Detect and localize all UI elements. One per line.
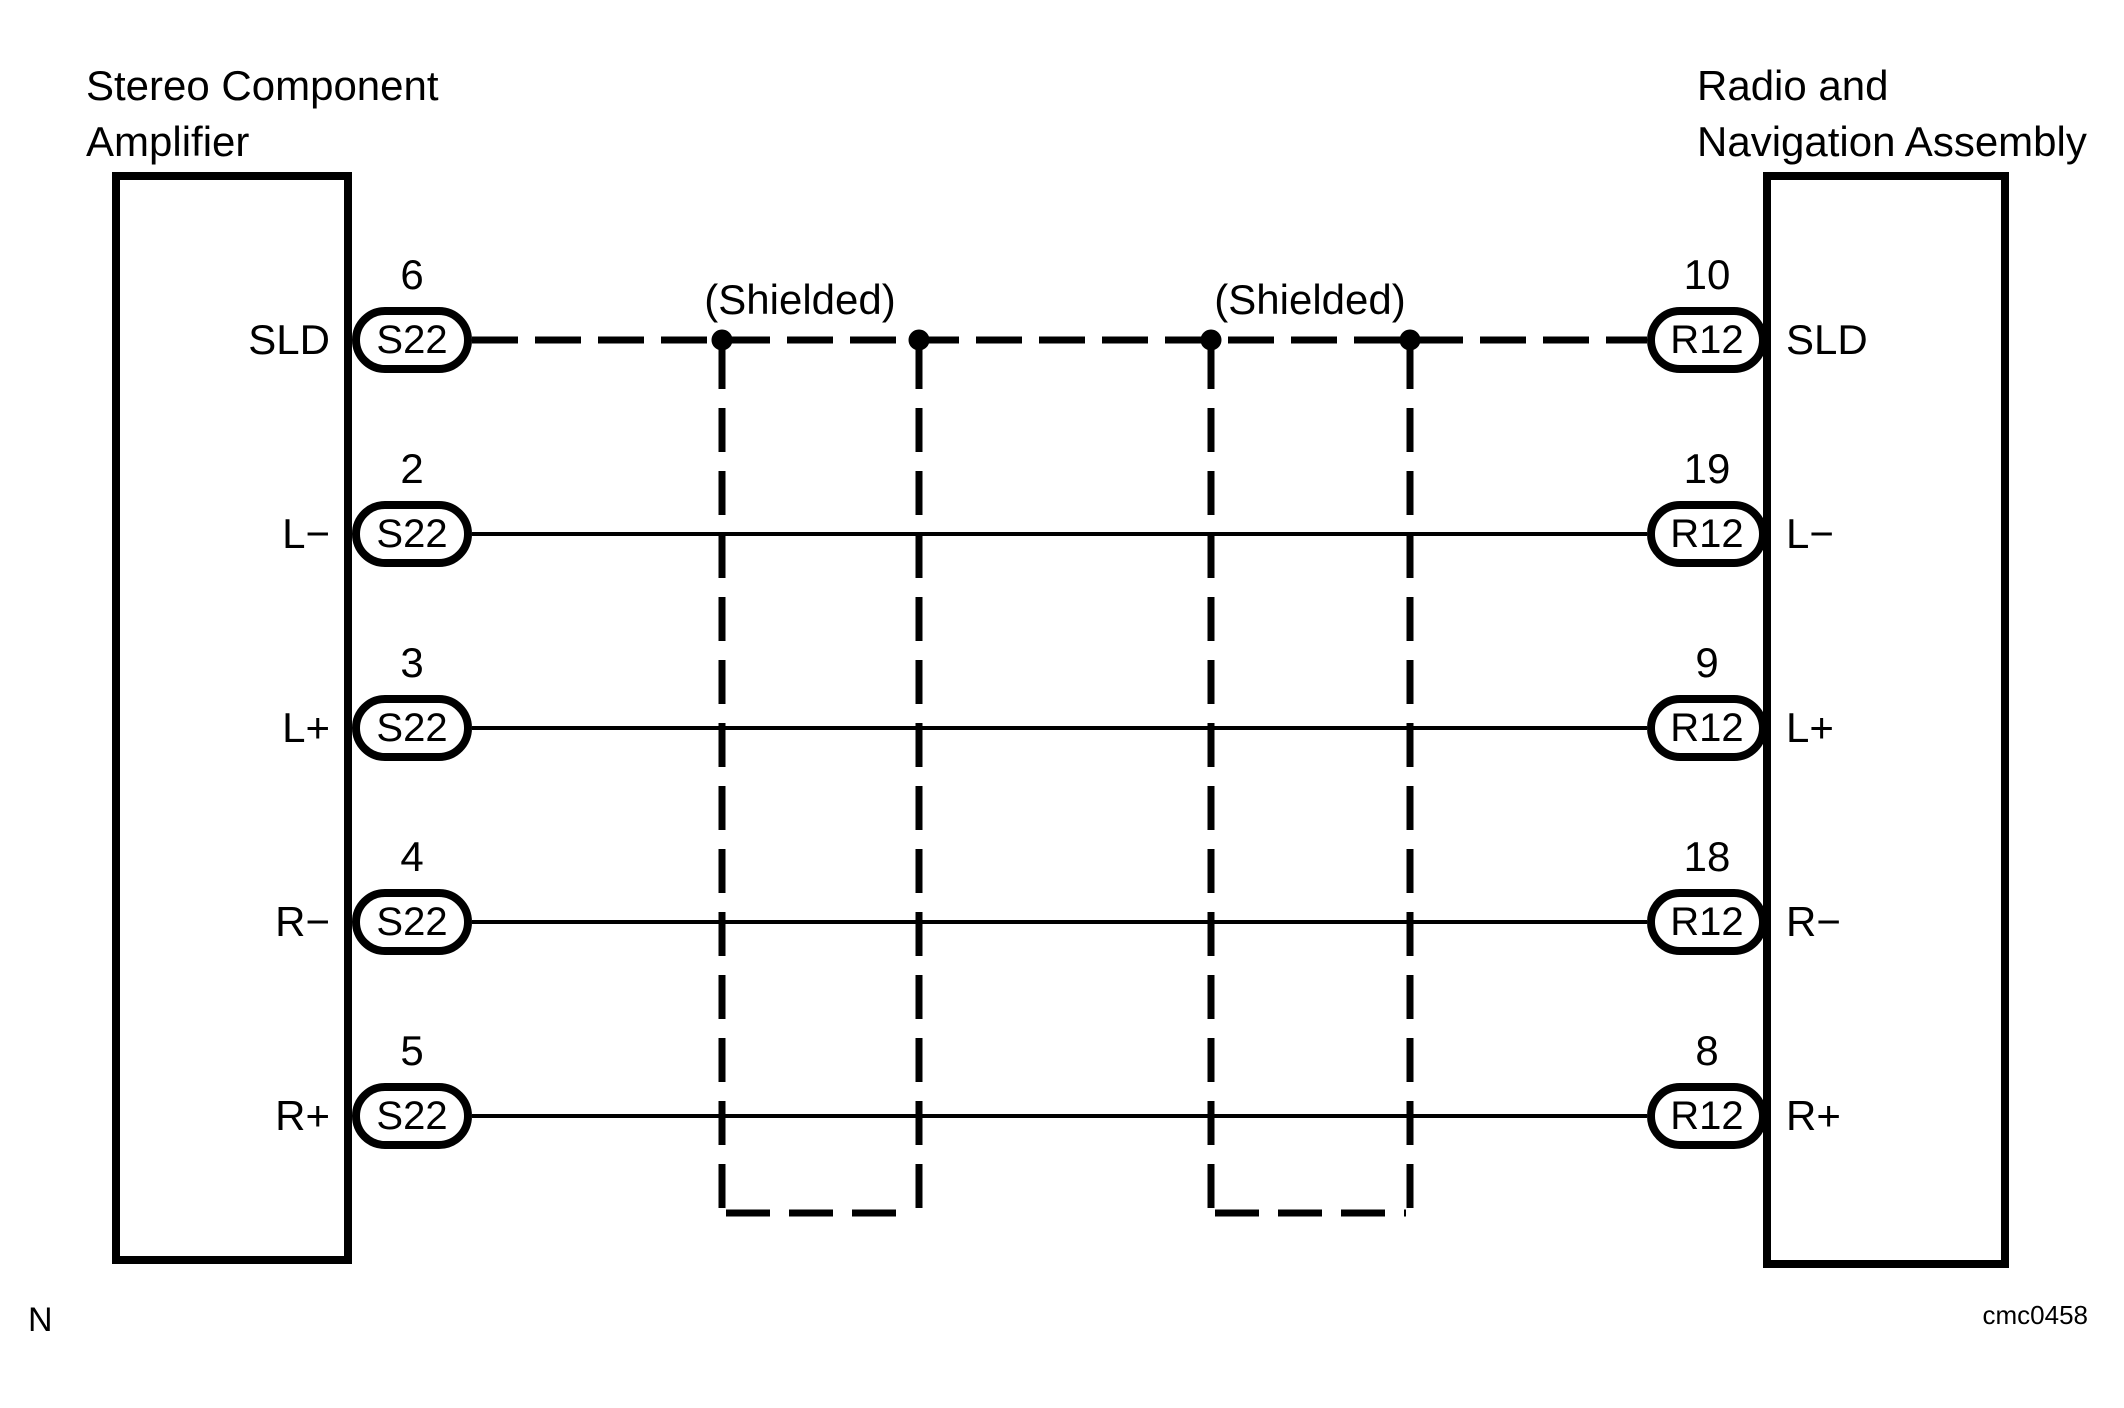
left-signal-label-sld: SLD xyxy=(248,316,330,363)
right-signal-label-r-plus: R+ xyxy=(1786,1092,1841,1139)
left-pin-number-r-minus: 4 xyxy=(400,833,424,880)
right-signal-label-l-minus: L− xyxy=(1786,510,1834,557)
right-component-title: Radio and Navigation Assembly xyxy=(1697,58,2087,170)
left-connector-oval-l-plus: S22 xyxy=(352,695,472,761)
right-connector-oval-l-plus: R12 xyxy=(1647,695,1767,761)
left-component-title-line1: Stereo Component xyxy=(86,62,439,109)
left-connector-oval-r-plus: S22 xyxy=(352,1083,472,1149)
right-pin-number-l-minus: 19 xyxy=(1683,445,1731,492)
left-connector-oval-l-minus: S22 xyxy=(352,501,472,567)
footer-note: N xyxy=(28,1301,53,1339)
right-component-box xyxy=(1763,172,2009,1268)
left-connector-oval-r-minus: S22 xyxy=(352,889,472,955)
right-connector-oval-r-plus: R12 xyxy=(1647,1083,1767,1149)
right-signal-label-sld: SLD xyxy=(1786,316,1868,363)
right-signal-label-r-minus: R− xyxy=(1786,898,1841,945)
right-signal-label-l-plus: L+ xyxy=(1786,704,1834,751)
right-connector-oval-sld: R12 xyxy=(1647,307,1767,373)
shield-junction-dot xyxy=(711,329,733,351)
right-connector-code: R12 xyxy=(1670,511,1744,556)
left-connector-code: S22 xyxy=(376,511,448,556)
right-pin-number-r-minus: 18 xyxy=(1683,833,1731,880)
left-signal-label-r-minus: R− xyxy=(275,898,330,945)
right-pin-number-l-plus: 9 xyxy=(1695,639,1719,686)
right-pin-number-sld: 10 xyxy=(1683,251,1731,298)
left-component-title-line2: Amplifier xyxy=(86,118,250,165)
right-connector-code: R12 xyxy=(1670,705,1744,750)
left-connector-code: S22 xyxy=(376,705,448,750)
left-component-box xyxy=(112,172,352,1264)
right-connector-oval-l-minus: R12 xyxy=(1647,501,1767,567)
figure-code: cmc0458 xyxy=(1982,1300,2089,1330)
left-pin-number-l-plus: 3 xyxy=(400,639,424,686)
left-connector-code: S22 xyxy=(376,1093,448,1138)
left-pin-number-sld: 6 xyxy=(400,251,424,298)
shield-label-right: (Shielded) xyxy=(1160,272,1460,328)
left-signal-label-r-plus: R+ xyxy=(275,1092,330,1139)
left-connector-code: S22 xyxy=(376,317,448,362)
left-connector-code: S22 xyxy=(376,899,448,944)
left-pin-number-l-minus: 2 xyxy=(400,445,424,492)
right-connector-oval-r-minus: R12 xyxy=(1647,889,1767,955)
shield-label-left: (Shielded) xyxy=(650,272,950,328)
shield-junction-dot xyxy=(1200,329,1222,351)
shield-junction-dot xyxy=(908,329,930,351)
left-pin-number-r-plus: 5 xyxy=(400,1027,424,1074)
left-signal-label-l-plus: L+ xyxy=(282,704,330,751)
right-component-title-line2: Navigation Assembly xyxy=(1697,118,2087,165)
right-pin-number-r-plus: 8 xyxy=(1695,1027,1719,1074)
left-component-title: Stereo Component Amplifier xyxy=(86,58,439,170)
right-connector-code: R12 xyxy=(1670,899,1744,944)
shield-junction-dot xyxy=(1399,329,1421,351)
left-signal-label-l-minus: L− xyxy=(282,510,330,557)
right-connector-code: R12 xyxy=(1670,1093,1744,1138)
right-component-title-line1: Radio and xyxy=(1697,62,1889,109)
left-connector-oval-sld: S22 xyxy=(352,307,472,373)
right-connector-code: R12 xyxy=(1670,317,1744,362)
